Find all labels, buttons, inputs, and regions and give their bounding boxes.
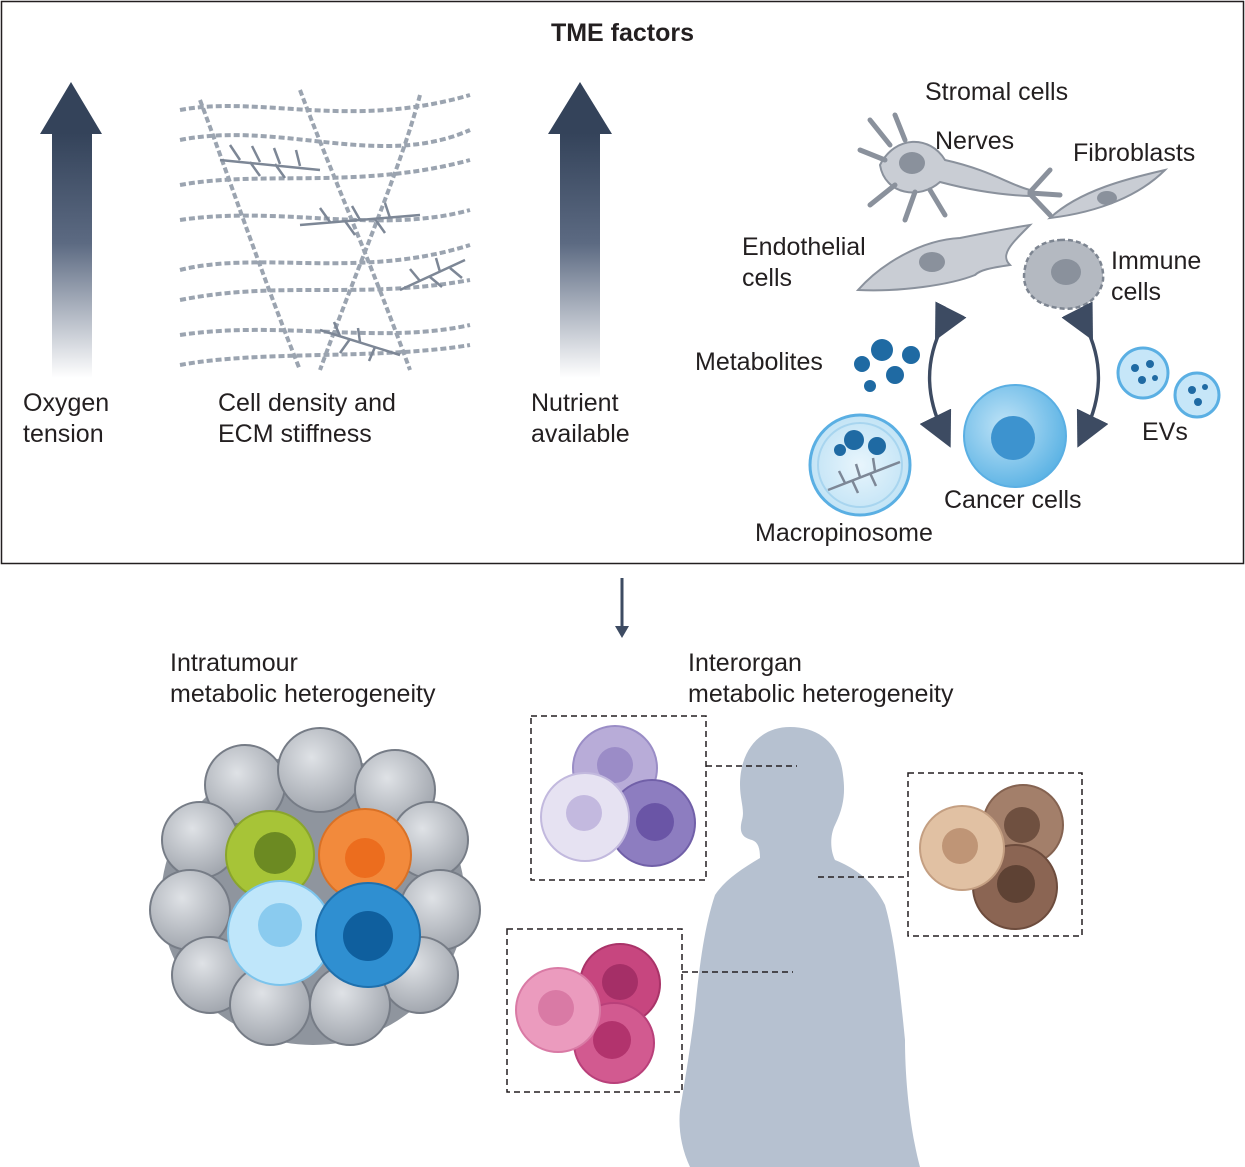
nerves-label: Nerves [935, 127, 1015, 155]
metabolites-icon [854, 339, 920, 392]
metabolites-label: Metabolites [695, 348, 823, 376]
nutrient-available-label: Nutrient available [531, 389, 630, 448]
macropinosome-label: Macropinosome [755, 519, 933, 547]
ecm-branch-icon [219, 144, 466, 362]
nerve-cell-icon [857, 112, 1063, 223]
immune-cell-icon [1022, 238, 1105, 310]
tme-factors-box [0, 0, 1245, 565]
evs-icon [1116, 346, 1221, 419]
lower-organ-cells-box [506, 928, 683, 1093]
organ-cells-box [907, 772, 1083, 937]
interorgan-heterogeneity-label: Interorgan metabolic heterogeneity [688, 649, 954, 708]
oxygen-tension-arrow-icon [40, 82, 102, 378]
pink-cells-icon [515, 943, 661, 1084]
tumour-cluster-icon [149, 727, 481, 1046]
fibroblasts-label: Fibroblasts [1073, 139, 1196, 167]
figure-title: TME factors [550, 19, 695, 47]
oxygen-tension-label: Oxygen tension [23, 389, 110, 448]
evs-label: EVs [1142, 418, 1188, 446]
endothelial-cells-label: Endothelial cells [742, 233, 866, 292]
macropinosome-icon [808, 413, 912, 517]
purple-cells-icon [540, 725, 696, 867]
intratumour-heterogeneity-label: Intratumour metabolic heterogeneity [170, 649, 436, 708]
brown-cells-icon [919, 784, 1064, 930]
ev-exchange-arrow-icon [1061, 301, 1109, 448]
stromal-cells-label: Stromal cells [925, 78, 1069, 106]
immune-cells-label: Immune cells [1111, 247, 1202, 306]
brain-cells-box [530, 715, 707, 881]
human-silhouette-icon [679, 727, 920, 1167]
metabolite-exchange-arrow-icon [919, 301, 967, 448]
cancer-cells-label: Cancer cells [944, 486, 1082, 514]
endothelial-cell-icon [855, 223, 1033, 292]
ecm-fibres-icon [179, 89, 471, 371]
cell-density-label: Cell density and ECM stiffness [218, 389, 396, 448]
cancer-cell-icon [963, 384, 1067, 488]
nutrient-arrow-icon [548, 82, 612, 378]
fibroblast-cell-icon [1047, 168, 1169, 220]
